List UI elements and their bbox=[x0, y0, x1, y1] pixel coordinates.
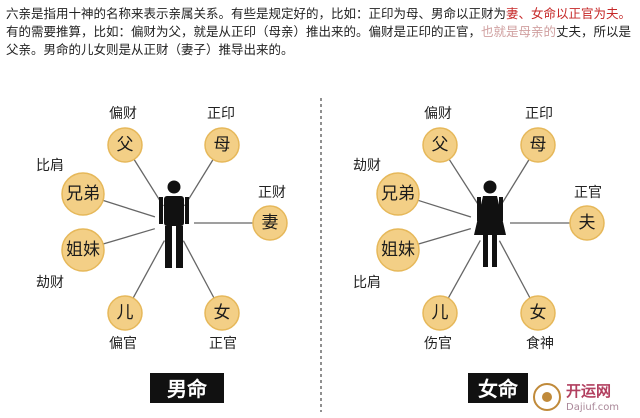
relative-node-er: 儿 bbox=[422, 295, 458, 331]
relative-node-mu: 母 bbox=[520, 127, 556, 163]
ten-god-label: 伤官 bbox=[424, 336, 452, 352]
spoke-line bbox=[499, 159, 530, 207]
relative-name: 儿 bbox=[432, 303, 449, 323]
relative-node-mu: 母 bbox=[204, 127, 240, 163]
relative-name: 姐妹 bbox=[381, 240, 415, 260]
female-badge: 女命 bbox=[468, 373, 528, 403]
relative-name: 母 bbox=[530, 135, 547, 155]
ten-god-label: 偏财 bbox=[424, 106, 452, 122]
intro-part: 妻、女命以正官为夫。 bbox=[506, 6, 632, 21]
relative-bubble bbox=[107, 127, 143, 163]
spoke-line bbox=[182, 240, 215, 299]
ten-god-label: 比肩 bbox=[36, 158, 64, 174]
male-badge-text: 男命 bbox=[167, 377, 208, 401]
ten-god-label: 劫财 bbox=[36, 275, 64, 291]
man-figure-icon bbox=[159, 180, 189, 268]
relative-name: 女 bbox=[530, 303, 547, 323]
spoke-line bbox=[448, 158, 480, 207]
ten-god-label: 正财 bbox=[258, 185, 286, 201]
ten-god-label: 正官 bbox=[209, 336, 237, 352]
relative-node-qi: 妻 bbox=[252, 205, 288, 241]
ten-god-label: 食神 bbox=[526, 335, 554, 352]
relative-node-nv: 女 bbox=[520, 295, 556, 331]
ten-god-label: 偏官 bbox=[109, 336, 137, 352]
relative-node-jiemei: 姐妹 bbox=[376, 228, 420, 272]
relative-bubble bbox=[204, 295, 240, 331]
relative-node-xiongdi: 兄弟 bbox=[376, 172, 420, 216]
spoke-line bbox=[133, 159, 164, 207]
relative-node-fu: 父 bbox=[107, 127, 143, 163]
relative-node-jiemei: 姐妹 bbox=[61, 228, 105, 272]
spoke-line bbox=[102, 199, 156, 218]
ten-god-label: 偏财 bbox=[109, 106, 137, 122]
spoke-line bbox=[102, 228, 156, 245]
watermark: 开运网 Dajiuf.com bbox=[533, 382, 619, 413]
relative-node-fu2: 夫 bbox=[569, 205, 605, 241]
relative-bubble bbox=[422, 295, 458, 331]
relative-name: 妻 bbox=[262, 213, 279, 233]
relative-node-fu: 父 bbox=[422, 127, 458, 163]
spoke-line bbox=[498, 240, 531, 299]
relative-name: 母 bbox=[214, 135, 231, 155]
ten-god-label: 正印 bbox=[525, 106, 553, 122]
relative-name: 兄弟 bbox=[66, 184, 100, 204]
watermark-logo-icon bbox=[533, 383, 561, 411]
spoke-line bbox=[417, 228, 471, 245]
intro-part: 丈夫，所以是父亲。男命的儿女则是从正财（妻子）推导出来的。 bbox=[6, 24, 632, 57]
relative-node-xiongdi: 兄弟 bbox=[61, 172, 105, 216]
relative-name: 儿 bbox=[117, 303, 134, 323]
relative-bubble bbox=[61, 228, 105, 272]
watermark-logo-dot bbox=[542, 392, 552, 402]
relative-bubble bbox=[520, 127, 556, 163]
female-badge-text: 女命 bbox=[478, 377, 519, 401]
relative-name: 夫 bbox=[579, 213, 596, 233]
relative-name: 姐妹 bbox=[66, 240, 100, 260]
ten-god-label: 正印 bbox=[207, 106, 235, 122]
spoke-line bbox=[447, 240, 481, 299]
watermark-brand: 开运网 bbox=[566, 382, 611, 400]
ten-god-label: 劫财 bbox=[353, 158, 381, 174]
relative-name: 父 bbox=[117, 135, 134, 155]
intro-part: 六亲是指用十神的名称来表示亲属关系。有些是规定好的，比如：正印为母、男命以正财为 bbox=[6, 6, 507, 21]
male-badge-bg bbox=[150, 373, 224, 403]
relative-bubble bbox=[376, 228, 420, 272]
intro-part: 也就是母亲的 bbox=[481, 24, 557, 39]
spoke-line bbox=[132, 240, 166, 299]
female-badge-bg bbox=[468, 373, 528, 403]
relative-bubble bbox=[520, 295, 556, 331]
ten-god-label: 正官 bbox=[574, 185, 602, 201]
relative-bubble bbox=[569, 205, 605, 241]
relative-bubble bbox=[61, 172, 105, 216]
relative-bubble bbox=[252, 205, 288, 241]
ten-god-label: 比肩 bbox=[353, 275, 381, 291]
intro-text: 六亲是指用十神的名称来表示亲属关系。有些是规定好的，比如：正印为母、男命以正财为… bbox=[6, 5, 634, 59]
relative-name: 父 bbox=[432, 135, 449, 155]
spoke-line bbox=[417, 199, 472, 218]
watermark-url: Dajiuf.com bbox=[566, 402, 619, 413]
intro-part: 有的需要推算，比如：偏财为父，就是从正印（母亲）推出来的。偏财是正印的正官， bbox=[6, 24, 482, 39]
relative-bubble bbox=[107, 295, 143, 331]
relative-node-nv: 女 bbox=[204, 295, 240, 331]
relative-bubble bbox=[422, 127, 458, 163]
relative-name: 兄弟 bbox=[381, 184, 415, 204]
relative-bubble bbox=[376, 172, 420, 216]
woman-figure-icon bbox=[474, 180, 506, 267]
male-badge: 男命 bbox=[150, 373, 224, 403]
relative-name: 女 bbox=[214, 303, 231, 323]
relative-bubble bbox=[204, 127, 240, 163]
spoke-line bbox=[183, 159, 214, 207]
relative-node-er: 儿 bbox=[107, 295, 143, 331]
